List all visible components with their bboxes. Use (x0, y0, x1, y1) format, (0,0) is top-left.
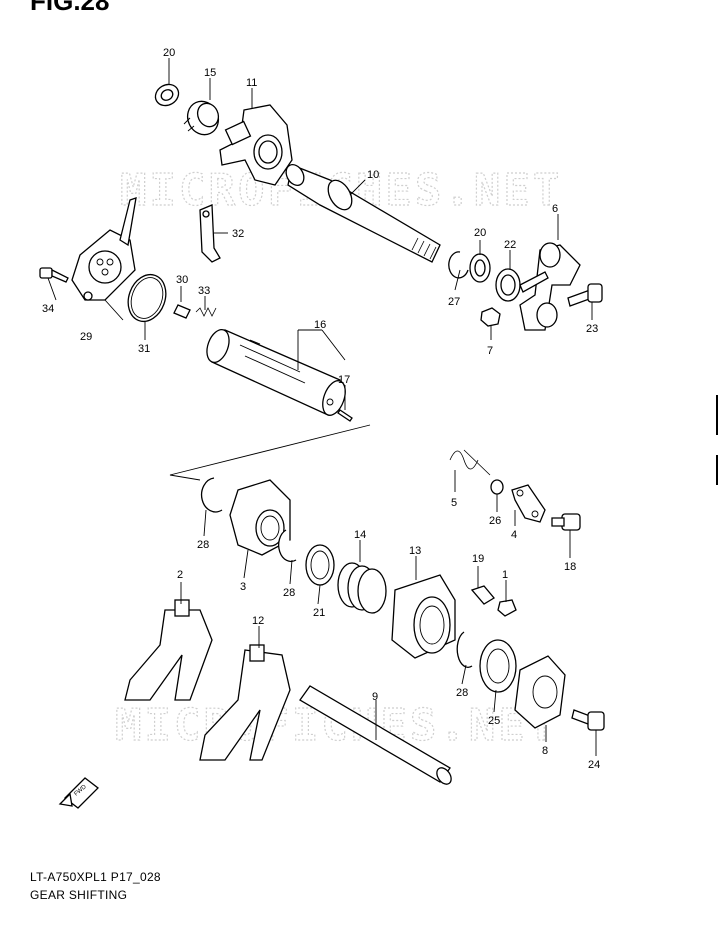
part-23-bolt (567, 283, 603, 307)
callout-7: 7 (487, 345, 493, 357)
part-26-washer (490, 479, 504, 495)
callout-16: 16 (314, 319, 326, 331)
part-8-gear (514, 655, 566, 729)
diagram-caption: GEAR SHIFTING (30, 888, 128, 902)
callout-20-right: 20 (474, 227, 486, 239)
callout-10: 10 (367, 169, 379, 181)
callout-31: 31 (138, 343, 150, 355)
part-20-washer-right (469, 253, 491, 283)
callout-30: 30 (176, 274, 188, 286)
part-1-nut (497, 599, 517, 617)
callout-11: 11 (246, 77, 257, 89)
callout-19: 19 (472, 553, 484, 565)
callout-5: 5 (451, 497, 457, 509)
part-33-spring (195, 307, 217, 317)
callout-25: 25 (488, 715, 500, 727)
part-27-circlip (448, 251, 469, 279)
callout-15: 15 (204, 67, 216, 79)
part-7-nut (480, 307, 501, 327)
callout-26: 26 (489, 515, 501, 527)
part-10-shift-shaft (285, 164, 441, 263)
callout-28-right: 28 (456, 687, 468, 699)
callout-24: 24 (588, 759, 600, 771)
part-12-shift-fork (199, 644, 291, 761)
part-13-gear (391, 574, 456, 659)
callout-27: 27 (448, 296, 460, 308)
diagram-code: LT-A750XPL1 P17_028 (30, 870, 161, 884)
part-5-spring (449, 449, 491, 476)
page-edge-mark-lower (716, 455, 718, 485)
part-29-cover (71, 197, 137, 301)
figure-title: FIG.28 (30, 0, 110, 16)
part-3-shift-cam (229, 479, 291, 556)
assembly-leader-line (169, 424, 371, 481)
part-17-pin (337, 409, 353, 422)
part-21-washer (305, 544, 335, 586)
callout-6: 6 (552, 203, 558, 215)
part-28-circlip-b (278, 529, 297, 563)
callout-17: 17 (338, 374, 350, 386)
part-34-bolt (39, 267, 69, 283)
part-30-pin (173, 304, 191, 319)
front-direction-marker: FWD (58, 777, 99, 809)
callout-2: 2 (177, 569, 183, 581)
part-20-washer (154, 83, 180, 107)
callout-8: 8 (542, 745, 548, 757)
callout-32: 32 (232, 228, 244, 240)
part-9-fork-shaft (299, 685, 452, 785)
callout-4: 4 (511, 529, 517, 541)
part-18-bolt (551, 513, 581, 531)
part-28-circlip-a (200, 477, 223, 513)
part-28-circlip-c (456, 631, 473, 668)
part-31-o-ring (127, 273, 167, 323)
callout-1: 1 (502, 569, 508, 581)
callout-12: 12 (252, 615, 264, 627)
part-4-plate (511, 484, 546, 523)
page-edge-mark (716, 395, 718, 435)
callout-33: 33 (198, 285, 210, 297)
callout-14: 14 (354, 529, 366, 541)
leader-lines (47, 58, 597, 756)
callout-28-left: 28 (197, 539, 209, 551)
part-32-stopper-plate (199, 204, 221, 263)
part-16-shift-drum (206, 329, 346, 416)
part-25-bearing (479, 639, 517, 693)
part-24-bolt (571, 709, 605, 731)
callout-34: 34 (42, 303, 54, 315)
part-2-shift-fork (124, 599, 213, 701)
part-6-shift-lever (519, 242, 581, 331)
part-11-shift-cam-plate (219, 104, 293, 186)
part-19-bolt (470, 585, 495, 605)
callout-29: 29 (80, 331, 92, 343)
callout-3: 3 (240, 581, 246, 593)
part-15-bearing (183, 100, 220, 136)
callout-18: 18 (564, 561, 576, 573)
part-22-bearing (495, 268, 521, 302)
callout-21: 21 (313, 607, 325, 619)
callout-22: 22 (504, 239, 516, 251)
callout-20-top: 20 (163, 47, 175, 59)
callout-28-middle: 28 (283, 587, 295, 599)
part-14-spring (337, 562, 387, 614)
callout-23: 23 (586, 323, 598, 335)
callout-9: 9 (372, 691, 378, 703)
callout-13: 13 (409, 545, 421, 557)
